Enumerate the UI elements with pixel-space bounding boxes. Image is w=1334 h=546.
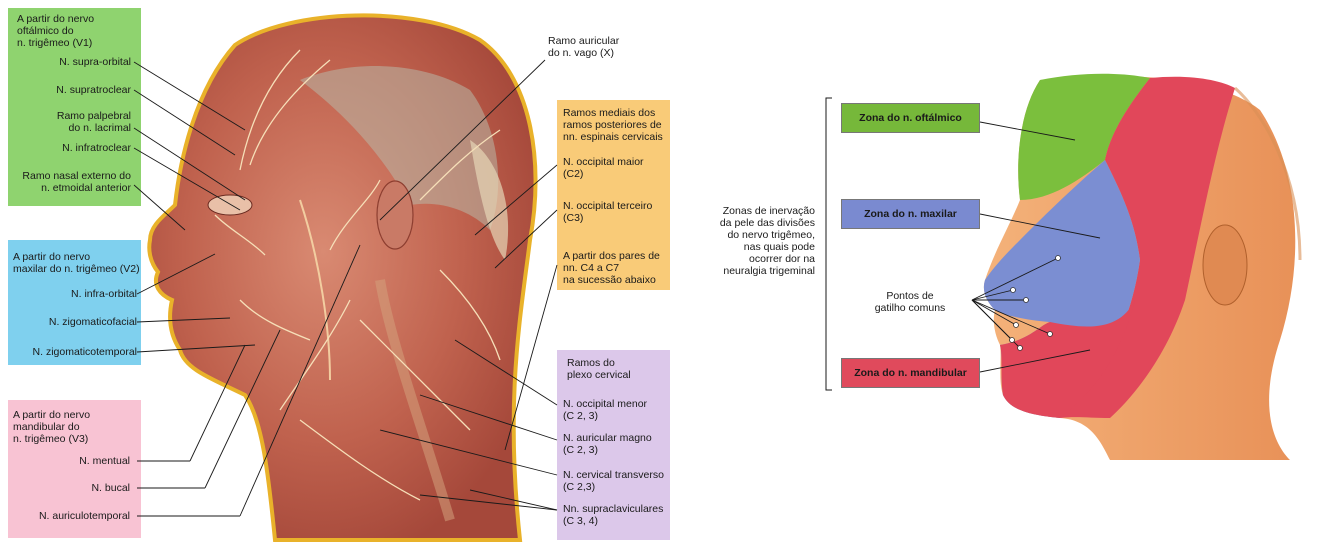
label-occipital-maior: N. occipital maior bbox=[563, 156, 644, 168]
vagus-label-2: do n. vago (X) bbox=[548, 47, 614, 59]
label-auricular-magno-c: (C 2, 3) bbox=[563, 444, 598, 456]
label-occipital-menor-c: (C 2, 3) bbox=[563, 410, 598, 422]
mandibular-header-1: A partir do nervo bbox=[13, 409, 90, 421]
plexus-header-2: plexo cervical bbox=[567, 369, 631, 381]
label-supraclaviculares-c: (C 3, 4) bbox=[563, 515, 598, 527]
ophthalmic-header-2: oftálmico do bbox=[17, 25, 74, 37]
ophthalmic-header-1: A partir do nervo bbox=[17, 13, 94, 25]
description-3: do nervo trigêmeo, bbox=[727, 229, 815, 241]
label-occipital-terceiro: N. occipital terceiro bbox=[563, 200, 652, 212]
dissected-head bbox=[149, 15, 535, 540]
cervical-header-2: ramos posteriores de bbox=[563, 119, 662, 131]
label-ramo-palpebral: Ramo palpebral bbox=[57, 110, 131, 122]
label-zigomaticofacial: N. zigomaticofacial bbox=[49, 316, 137, 328]
zone-ophthalmic-label: Zona do n. oftálmico bbox=[841, 103, 980, 133]
description-6: neuralgia trigeminal bbox=[723, 265, 815, 277]
label-supra-orbital: N. supra-orbital bbox=[59, 56, 131, 68]
description-2: da pele das divisões bbox=[720, 217, 815, 229]
mandibular-header-3: n. trigêmeo (V3) bbox=[13, 433, 88, 445]
zone-maxillary-label: Zona do n. maxilar bbox=[841, 199, 980, 229]
label-cervical-transverso: N. cervical transverso bbox=[563, 469, 664, 481]
cervical-header-3: nn. espinais cervicais bbox=[563, 131, 663, 143]
maxillary-header-1: A partir do nervo bbox=[13, 251, 90, 263]
label-c2: (C2) bbox=[563, 168, 583, 180]
label-auriculotemporal: N. auriculotemporal bbox=[39, 510, 130, 522]
mandibular-header-2: mandibular do bbox=[13, 421, 80, 433]
label-supraclaviculares: Nn. supraclaviculares bbox=[563, 503, 663, 515]
label-pares-1: A partir dos pares de bbox=[563, 250, 660, 262]
label-zigomaticotemporal: N. zigomaticotemporal bbox=[33, 346, 137, 358]
label-auricular-magno: N. auricular magno bbox=[563, 432, 652, 444]
vagus-label-1: Ramo auricular bbox=[548, 35, 619, 47]
label-c3: (C3) bbox=[563, 212, 583, 224]
bracket bbox=[826, 98, 832, 390]
label-mentual: N. mentual bbox=[79, 455, 130, 467]
plexus-header-1: Ramos do bbox=[567, 357, 615, 369]
ophthalmic-header-3: n. trigêmeo (V1) bbox=[17, 37, 92, 49]
label-ramo-nasal: Ramo nasal externo do bbox=[22, 170, 131, 182]
label-pares-2: nn. C4 a C7 bbox=[563, 262, 619, 274]
cervical-header-1: Ramos mediais dos bbox=[563, 107, 655, 119]
label-infratroclear: N. infratroclear bbox=[62, 142, 131, 154]
trigger-label-2: gatilho comuns bbox=[860, 302, 960, 314]
label-bucal: N. bucal bbox=[91, 482, 130, 494]
zone-mandibular-label: Zona do n. mandibular bbox=[841, 358, 980, 388]
maxillary-header-2: maxilar do n. trigêmeo (V2) bbox=[13, 263, 140, 275]
description-1: Zonas de inervação bbox=[723, 205, 815, 217]
label-supratroclear: N. supratroclear bbox=[56, 84, 131, 96]
trigger-label-1: Pontos de bbox=[860, 290, 960, 302]
label-occipital-menor: N. occipital menor bbox=[563, 398, 647, 410]
description-5: ocorrer dor na bbox=[749, 253, 815, 265]
label-lacrimal: do n. lacrimal bbox=[69, 122, 131, 134]
description-4: nas quais pode bbox=[744, 241, 815, 253]
label-infra-orbital: N. infra-orbital bbox=[71, 288, 137, 300]
label-cervical-transverso-c: (C 2,3) bbox=[563, 481, 595, 493]
label-pares-3: na sucessão abaixo bbox=[563, 274, 656, 286]
label-etmoidal: n. etmoidal anterior bbox=[41, 182, 131, 194]
